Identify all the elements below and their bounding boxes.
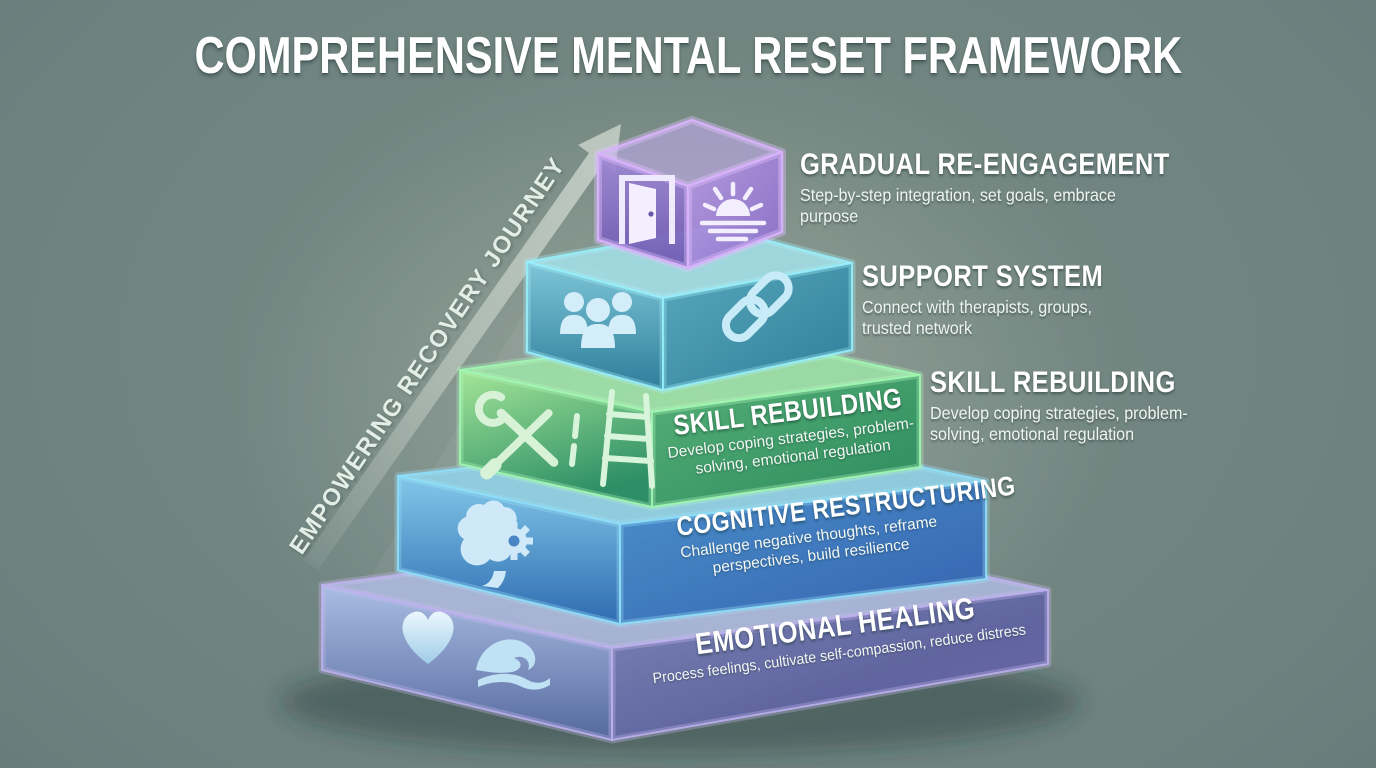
ladder-icon xyxy=(600,389,655,489)
page-title: COMPREHENSIVE MENTAL RESET FRAMEWORK xyxy=(194,27,1182,85)
wave-icon xyxy=(476,639,550,690)
slab-right-face xyxy=(611,589,1049,741)
people-icon xyxy=(560,292,636,348)
level-gradual-re-engagement xyxy=(594,116,786,272)
level-subtitle: Develop coping strategies, problem-solvi… xyxy=(930,403,1188,444)
level-title: GRADUAL RE-ENGAGEMENT xyxy=(800,148,1170,181)
slab-right-face xyxy=(619,480,987,625)
label-support-system: SUPPORT SYSTEM Connect with therapists, … xyxy=(862,260,1152,339)
label-skill-rebuilding: SKILL REBUILDING Develop coping strategi… xyxy=(930,366,1240,445)
label-gradual-re-engagement: GRADUAL RE-ENGAGEMENT Step-by-step integ… xyxy=(800,148,1190,227)
level-subtitle: Connect with therapists, groups, trusted… xyxy=(862,297,1092,338)
divider-dashes xyxy=(569,413,580,467)
door-icon xyxy=(619,175,675,244)
heart-icon xyxy=(402,611,454,664)
level-subtitle: Step-by-step integration, set goals, emb… xyxy=(800,185,1116,226)
level-title: SKILL REBUILDING xyxy=(930,366,1176,399)
chain-link-icon xyxy=(721,271,793,343)
sunrise-icon xyxy=(699,181,767,242)
level-title: SUPPORT SYSTEM xyxy=(862,260,1104,293)
brain-gear-icon xyxy=(457,500,533,588)
tools-icon xyxy=(474,390,559,480)
arrow-shaft xyxy=(303,153,604,570)
